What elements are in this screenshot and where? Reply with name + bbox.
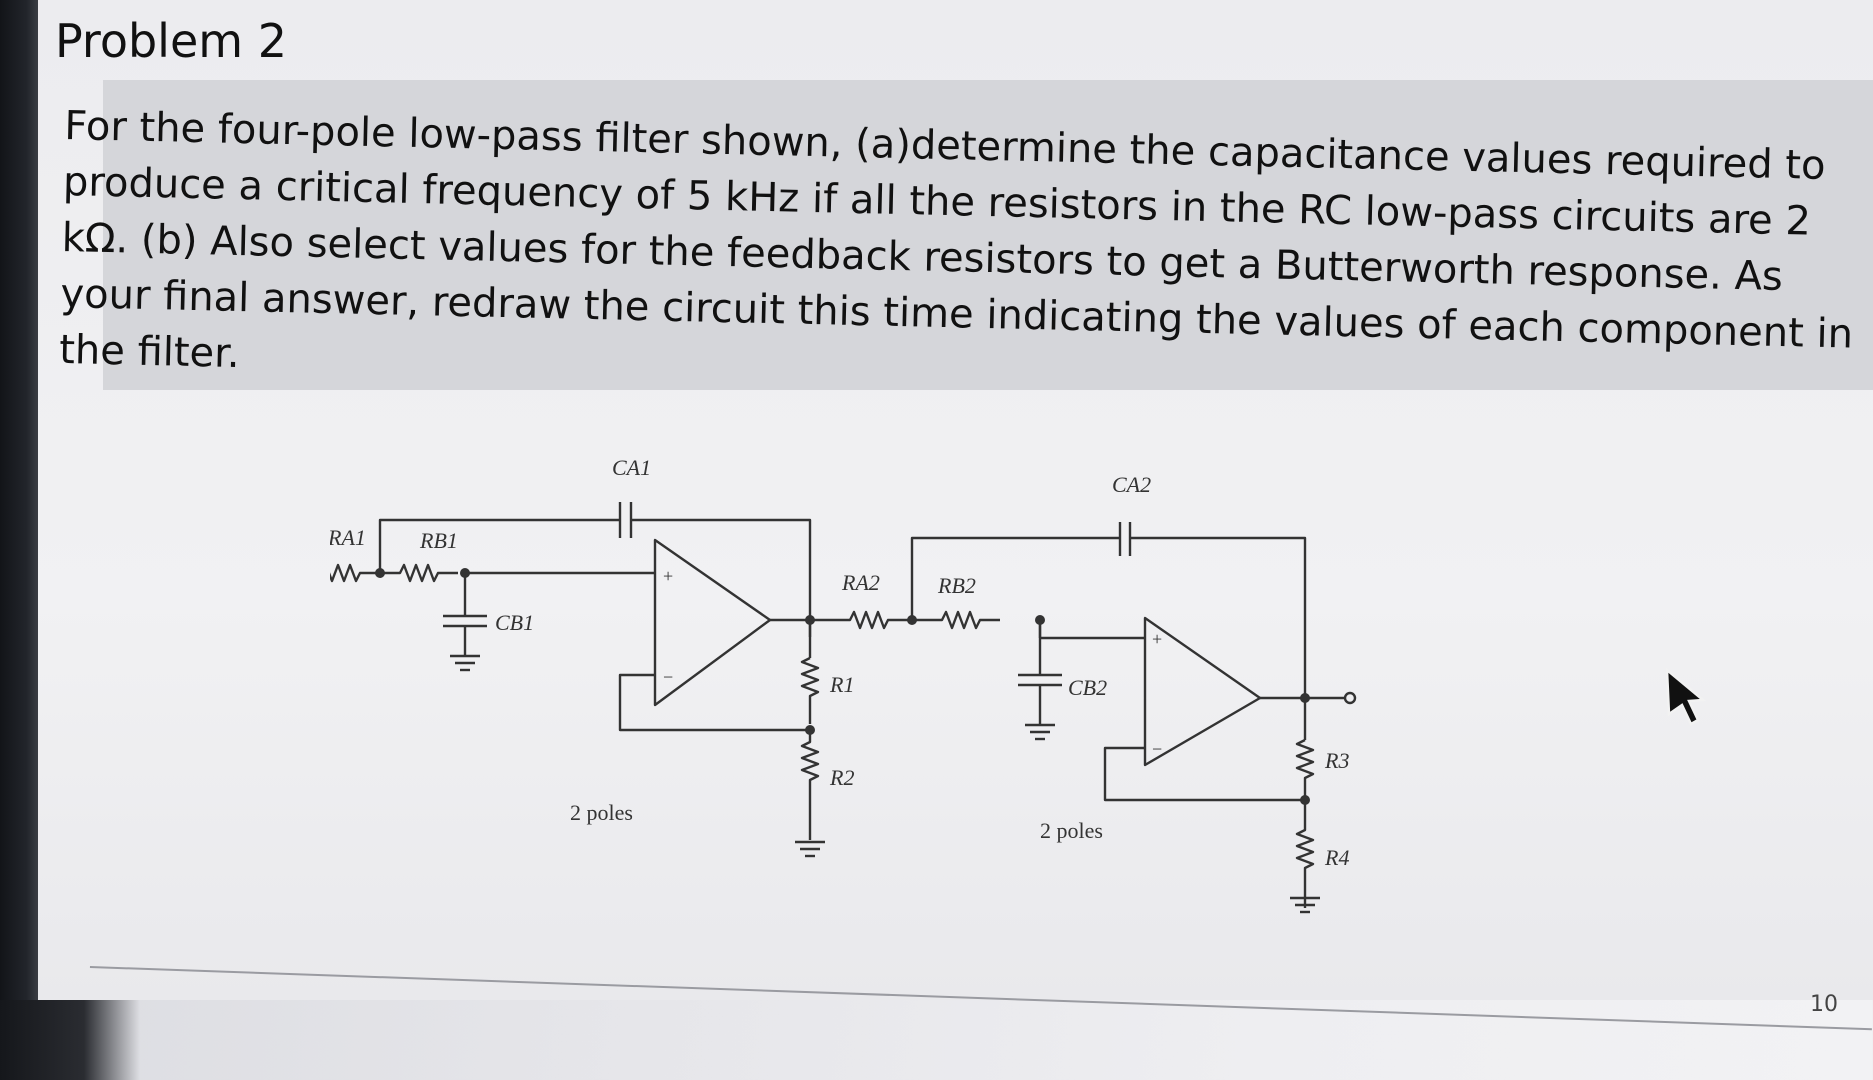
monitor-bezel-left	[0, 0, 38, 1080]
resistor-r2	[800, 730, 820, 840]
monitor-bezel-corner	[0, 1000, 140, 1080]
slide	[38, 0, 1873, 1000]
label-rb2: RB2	[937, 573, 976, 598]
label-ca2: CA2	[1112, 472, 1151, 497]
op-amp-1-plus: +	[663, 566, 673, 586]
resistor-ra2	[810, 610, 912, 630]
label-rb1: RB1	[419, 528, 458, 553]
label-r4: R4	[1324, 845, 1349, 870]
mouse-pointer-icon	[1665, 668, 1707, 726]
resistor-r4	[1295, 800, 1315, 908]
op-amp-1-minus: −	[663, 667, 673, 687]
label-ca1: CA1	[612, 455, 651, 480]
resistor-rb2	[912, 610, 1000, 630]
resistor-r3	[1295, 738, 1315, 800]
op-amp-2-minus: −	[1152, 739, 1162, 759]
resistor-rb1	[378, 563, 458, 583]
resistor-r1	[800, 656, 820, 724]
problem-title: Problem 2	[55, 14, 287, 68]
label-ra1: RA1	[330, 525, 366, 550]
label-r3: R3	[1324, 748, 1349, 773]
label-r1: R1	[829, 672, 854, 697]
op-amp-2	[1143, 616, 1262, 767]
page-number: 10	[1810, 992, 1838, 1017]
problem-statement: For the four-pole low-pass filter shown,…	[58, 102, 1854, 378]
four-pole-filter-schematic: RA1 RB1 CA1 CB1 RA2 RB2 CA2 CB2 R1 R2 R3…	[330, 455, 1357, 914]
stage1-poles-note: 2 poles	[570, 800, 633, 825]
output-terminal[interactable]	[1343, 691, 1357, 705]
label-cb1: CB1	[495, 610, 534, 635]
stage2-poles-note: 2 poles	[1040, 818, 1103, 843]
op-amp-2-plus: +	[1152, 629, 1162, 649]
op-amp-1	[653, 538, 772, 707]
problem-highlight-box	[103, 80, 1873, 390]
label-cb2: CB2	[1068, 675, 1107, 700]
label-ra2: RA2	[841, 570, 880, 595]
resistor-ra1	[330, 563, 380, 583]
label-r2: R2	[829, 765, 854, 790]
